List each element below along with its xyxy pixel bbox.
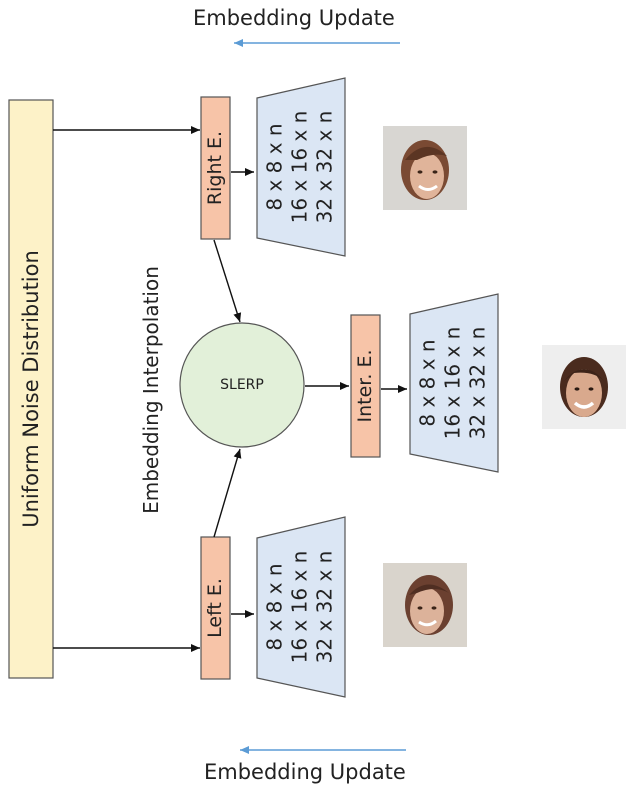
top-update-label: Embedding Update [193,6,395,30]
slerp-label: SLERP [220,377,264,393]
right-encoder-label: Right E. [204,130,226,206]
right-decoder-layers: 8 x 8 x n 16 x 16 x n 32 x 32 x n [263,111,338,224]
inter-decoder-trapezoid [409,293,499,473]
layer-label: 8 x 8 x n [262,563,287,651]
layer-label: 16 x 16 x n [287,110,312,224]
left-face-image [383,563,467,647]
inter-encoder-label: Inter. E. [354,349,376,423]
left-decoder-trapezoid [256,516,346,698]
layer-label: 16 x 16 x n [440,326,465,440]
right-face-image [383,126,467,210]
slerp-circle [179,322,305,448]
interpolation-label: Embedding Interpolation [139,266,163,514]
noise-label: Uniform Noise Distribution [19,250,43,528]
inter-face-image [542,345,626,429]
layer-label: 8 x 8 x n [262,123,287,211]
left-decoder-layers: 8 x 8 x n 16 x 16 x n 32 x 32 x n [263,551,338,664]
left-encoder-box [200,536,231,680]
layer-label: 32 x 32 x n [312,110,337,224]
right-encoder-to-slerp-arrow [213,239,242,323]
inter-decoder-layers: 8 x 8 x n 16 x 16 x n 32 x 32 x n [416,327,491,440]
noise-box [8,99,54,679]
layer-label: 32 x 32 x n [312,550,337,664]
inter-encoder-box [350,314,381,458]
layer-label: 16 x 16 x n [287,550,312,664]
left-encoder-label: Left E. [204,578,226,638]
bottom-update-label: Embedding Update [204,760,406,784]
right-encoder-box [200,96,231,240]
right-decoder-trapezoid [256,77,346,257]
layer-label: 8 x 8 x n [415,339,440,427]
layer-label: 32 x 32 x n [465,326,490,440]
left-encoder-to-slerp-arrow [213,448,242,538]
